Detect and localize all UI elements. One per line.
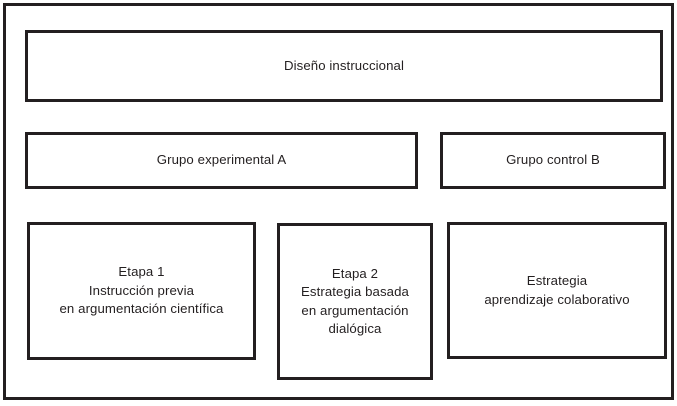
node-experimental-group-a: Grupo experimental A bbox=[25, 132, 418, 189]
node-control-group-b: Grupo control B bbox=[440, 132, 666, 189]
node-collaborative-learning-strategy-label: Estrategia aprendizaje colaborativo bbox=[484, 273, 630, 307]
node-stage-2: Etapa 2 Estrategia basada en argumentaci… bbox=[277, 223, 433, 380]
node-collaborative-learning-strategy: Estrategia aprendizaje colaborativo bbox=[447, 222, 667, 359]
node-stage-1-label: Etapa 1 Instrucción previa en argumentac… bbox=[59, 264, 224, 317]
node-stage-1: Etapa 1 Instrucción previa en argumentac… bbox=[27, 222, 256, 360]
node-instructional-design-label: Diseño instruccional bbox=[283, 57, 404, 73]
node-experimental-group-a-label: Grupo experimental A bbox=[156, 152, 287, 168]
node-instructional-design: Diseño instruccional bbox=[25, 30, 663, 102]
node-control-group-b-label: Grupo control B bbox=[506, 152, 600, 168]
node-stage-2-label: Etapa 2 Estrategia basada en argumentaci… bbox=[300, 265, 409, 337]
diagram-outer-frame: Diseño instruccional Grupo experimental … bbox=[3, 3, 674, 400]
